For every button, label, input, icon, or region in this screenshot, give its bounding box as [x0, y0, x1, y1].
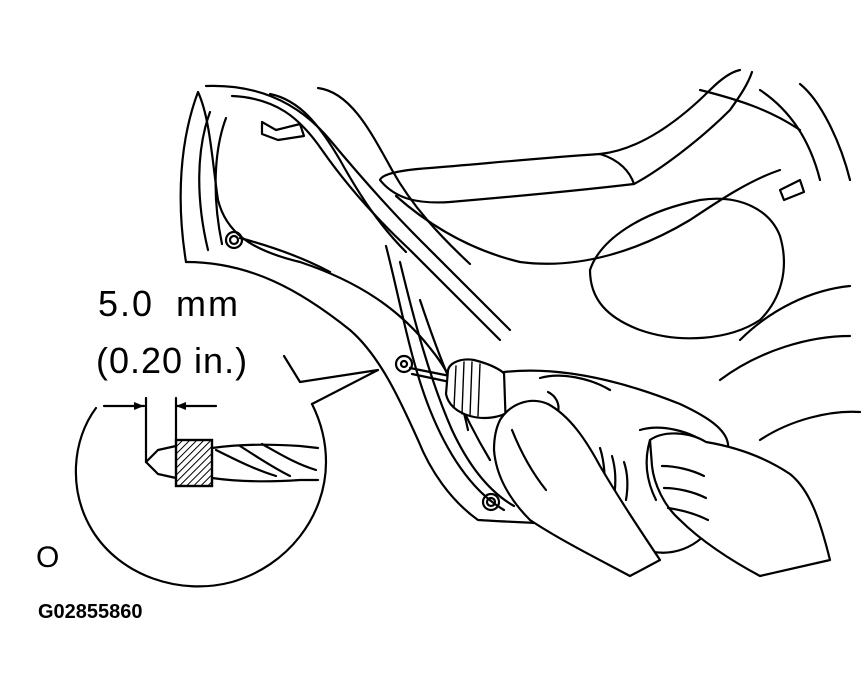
corner-mark: O	[36, 541, 60, 574]
drill-bit-detail-callout	[74, 354, 380, 588]
body-panel	[179, 84, 602, 528]
drill-bit-size-inches: (0.20 in.)	[96, 340, 249, 381]
interior-trim	[378, 68, 862, 442]
drill-bit-size-mm: 5.0 mm	[98, 283, 241, 324]
figure-id: G02855860	[38, 601, 143, 623]
hands	[492, 399, 832, 578]
